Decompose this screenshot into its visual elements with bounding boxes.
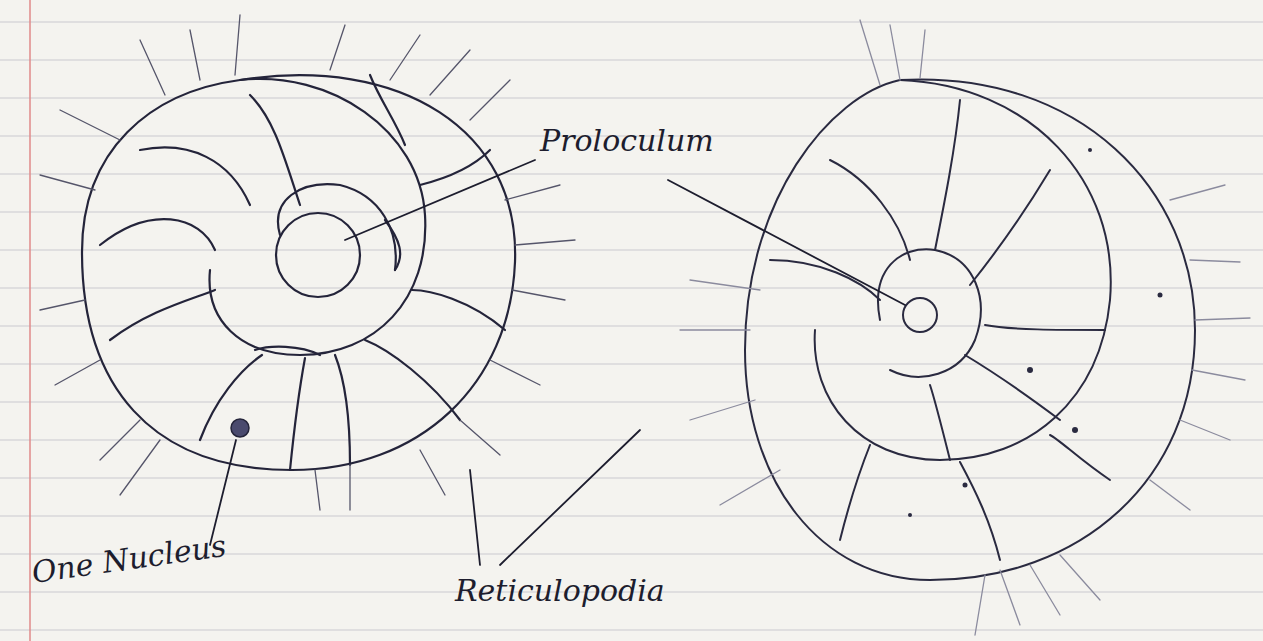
left-shell [82, 75, 515, 470]
nucleus-dot [231, 419, 249, 437]
part-label: Proloculum [540, 124, 714, 157]
part-label: Reticulopodia [455, 574, 665, 607]
right-pseudopodia [680, 20, 1250, 635]
left-pseudopodia [40, 15, 575, 510]
notebook-ruling [0, 22, 1263, 630]
cytoplasm-dots [908, 148, 1163, 517]
right-shell [745, 79, 1195, 580]
margin-line [29, 0, 31, 641]
part-label: One Nucleus [30, 529, 228, 589]
leader-lines [210, 160, 905, 565]
